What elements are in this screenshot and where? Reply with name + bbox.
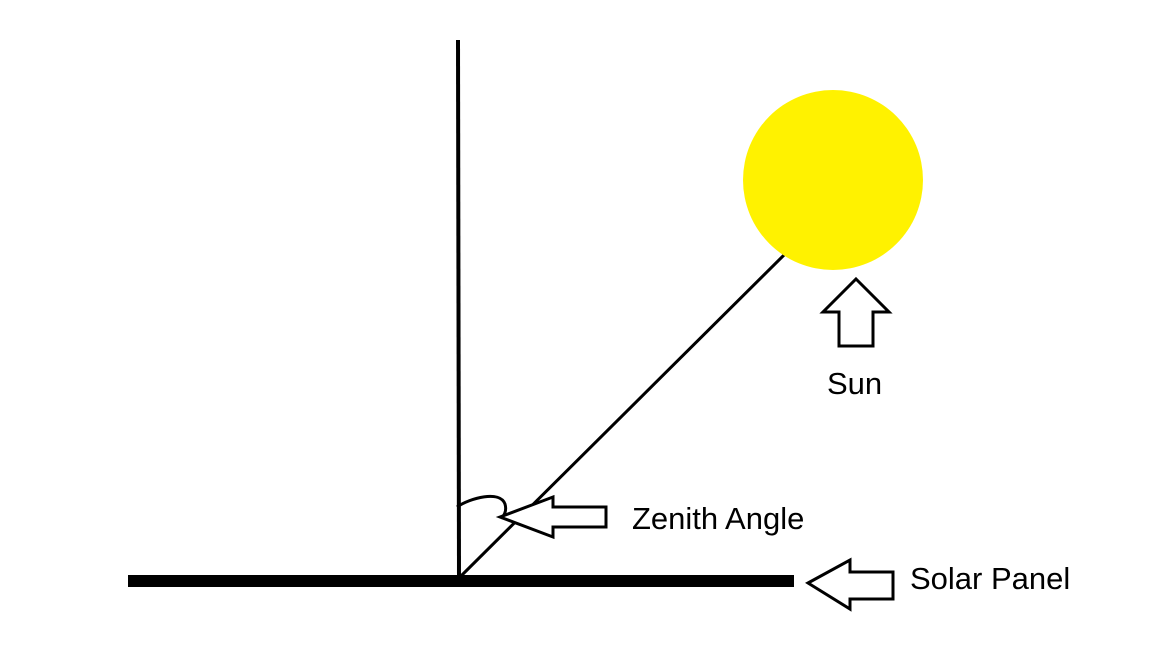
solar-panel-bar xyxy=(128,575,794,587)
zenith-angle-label: Zenith Angle xyxy=(632,501,805,536)
sun-circle xyxy=(743,90,923,270)
zenith-pointer-arrow-icon xyxy=(495,494,608,540)
sun-pointer-arrow-icon xyxy=(819,276,893,348)
sun-label: Sun xyxy=(827,366,883,401)
zenith-angle-arc xyxy=(456,494,508,520)
vertical-normal-line xyxy=(456,39,461,581)
solar-panel-label: Solar Panel xyxy=(910,561,1071,596)
panel-pointer-arrow-icon xyxy=(805,557,895,612)
